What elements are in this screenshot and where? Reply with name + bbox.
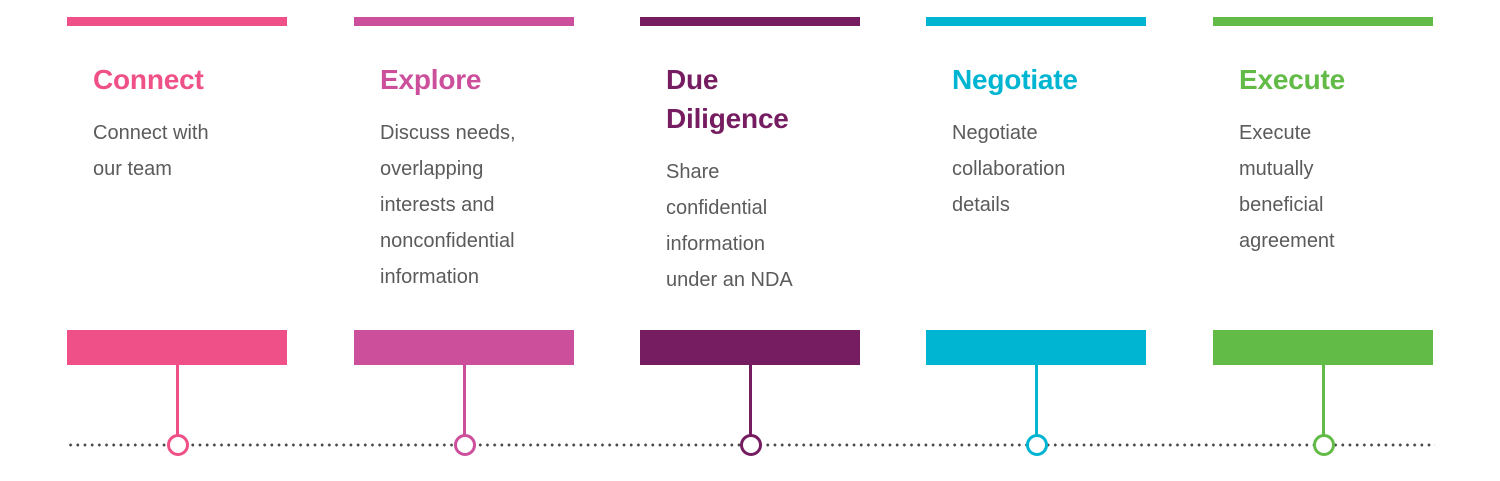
description-line: nonconfidential bbox=[380, 230, 515, 252]
step-title: Connect bbox=[93, 60, 283, 99]
description-line: Negotiate bbox=[952, 122, 1038, 144]
step-description: Execute mutually beneficial agreement bbox=[1239, 115, 1429, 259]
bottom-color-block bbox=[926, 330, 1146, 365]
step-explore: Explore Discuss needs, overlapping inter… bbox=[354, 0, 574, 481]
connector-stem bbox=[463, 364, 466, 435]
connector-stem bbox=[749, 364, 752, 435]
description-line: Share bbox=[666, 161, 720, 183]
description-line: under an NDA bbox=[666, 269, 793, 291]
description-line: confidential bbox=[666, 197, 768, 219]
timeline-node-circle-icon bbox=[1026, 434, 1048, 456]
connector-stem bbox=[176, 364, 179, 435]
top-color-bar bbox=[640, 17, 860, 26]
step-title-text: Execute bbox=[1239, 64, 1345, 95]
description-line: Discuss needs, bbox=[380, 122, 516, 144]
step-title-text: Explore bbox=[380, 64, 482, 95]
step-negotiate: Negotiate Negotiate collaboration detail… bbox=[926, 0, 1146, 481]
step-description: Connect with our team bbox=[93, 115, 283, 187]
description-line: interests and bbox=[380, 194, 495, 216]
description-line: overlapping bbox=[380, 158, 484, 180]
connector-stem bbox=[1035, 364, 1038, 435]
top-color-bar bbox=[926, 17, 1146, 26]
bottom-color-block bbox=[640, 330, 860, 365]
bottom-color-block bbox=[354, 330, 574, 365]
description-line: Connect with bbox=[93, 122, 209, 144]
timeline-node-circle-icon bbox=[454, 434, 476, 456]
top-color-bar bbox=[354, 17, 574, 26]
step-description: Share confidential information under an … bbox=[666, 154, 856, 298]
description-line: collaboration bbox=[952, 158, 1066, 180]
step-due-diligence: Due Diligence Share confidential informa… bbox=[640, 0, 860, 481]
description-line: information bbox=[380, 266, 479, 288]
description-line: Execute bbox=[1239, 122, 1312, 144]
connector-stem bbox=[1322, 364, 1325, 435]
step-execute: Execute Execute mutually beneficial agre… bbox=[1213, 0, 1433, 481]
timeline-node-circle-icon bbox=[1313, 434, 1335, 456]
top-color-bar bbox=[1213, 17, 1433, 26]
step-title-text: Negotiate bbox=[952, 64, 1078, 95]
step-connect: Connect Connect with our team bbox=[67, 0, 287, 481]
step-title: Negotiate bbox=[952, 60, 1142, 99]
step-title: Explore bbox=[380, 60, 570, 99]
step-title-text: Connect bbox=[93, 64, 204, 95]
step-title-line: Due bbox=[666, 64, 719, 95]
step-title: Execute bbox=[1239, 60, 1429, 99]
timeline-node-circle-icon bbox=[167, 434, 189, 456]
timeline-node-circle-icon bbox=[740, 434, 762, 456]
top-color-bar bbox=[67, 17, 287, 26]
step-description: Discuss needs, overlapping interests and… bbox=[380, 115, 570, 295]
step-description: Negotiate collaboration details bbox=[952, 115, 1142, 223]
description-line: information bbox=[666, 233, 765, 255]
description-line: agreement bbox=[1239, 230, 1335, 252]
step-title: Due Diligence bbox=[666, 60, 856, 138]
description-line: details bbox=[952, 194, 1010, 216]
bottom-color-block bbox=[1213, 330, 1433, 365]
description-line: mutually bbox=[1239, 158, 1314, 180]
bottom-color-block bbox=[67, 330, 287, 365]
description-line: our team bbox=[93, 158, 172, 180]
step-title-line: Diligence bbox=[666, 103, 789, 134]
description-line: beneficial bbox=[1239, 194, 1324, 216]
